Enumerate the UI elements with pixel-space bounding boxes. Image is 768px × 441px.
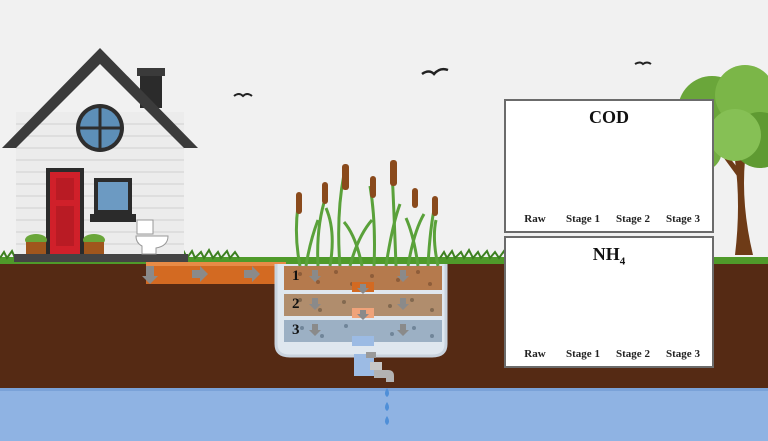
nh4-chart-panel: NH4 Raw Stage 1 Stage 2 Stage 3 (504, 236, 714, 368)
groundwater (0, 390, 768, 441)
house (2, 48, 198, 262)
flow-arrow-right (244, 266, 260, 282)
bird-icon (233, 93, 253, 98)
cod-x-label: Stage 2 (616, 213, 650, 225)
cod-x-label: Stage 1 (566, 213, 600, 225)
nh4-chart-title: NH4 (592, 244, 626, 268)
flow-arrows-down (309, 270, 409, 336)
reed-plants (294, 160, 440, 267)
roof (2, 48, 198, 148)
layer-number-2: 2 (292, 296, 300, 312)
plant-pot-right (83, 234, 105, 254)
flow-arrow-down (142, 266, 158, 284)
nh4-x-label: Stage 2 (616, 348, 650, 360)
flow-arrow-right (192, 266, 208, 282)
cod-chart-panel: COD Raw Stage 1 Stage 2 Stage 3 (504, 99, 714, 233)
toilet-icon (135, 219, 169, 255)
cod-chart-title: COD (589, 107, 629, 127)
cod-x-label: Raw (524, 213, 546, 225)
nh4-x-label: Stage 3 (666, 348, 700, 360)
side-window (98, 182, 128, 210)
nh4-x-label: Stage 1 (566, 348, 600, 360)
nh4-x-label: Raw (524, 348, 546, 360)
inflow-pipe (142, 262, 286, 284)
layer-number-1: 1 (292, 268, 300, 284)
cod-x-label: Stage 3 (666, 213, 700, 225)
constructed-wetland (274, 160, 448, 425)
bird-icon (634, 61, 652, 66)
plant-pot-left (25, 234, 47, 254)
outlet-tap-icon (354, 352, 394, 382)
water-drops (385, 388, 389, 425)
bird-icon (421, 67, 449, 76)
layer-number-3: 3 (292, 322, 300, 338)
